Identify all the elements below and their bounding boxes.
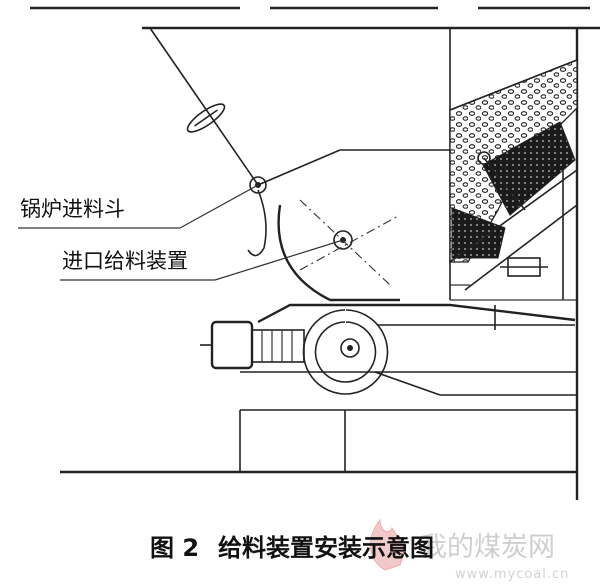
leader-lines	[18, 184, 344, 281]
figure-number: 图 2	[150, 534, 199, 562]
coal-bed	[449, 59, 578, 263]
figure-caption: 给料装置安装示意图	[218, 534, 434, 562]
feeder-device	[277, 199, 401, 302]
label-boiler-hopper: 锅炉进料斗	[20, 197, 125, 221]
conveyor-assembly	[200, 303, 577, 411]
top-frame	[30, 6, 600, 30]
chute-structure	[449, 151, 578, 301]
label-feeder-device: 进口给料装置	[62, 249, 188, 273]
watermark-en: www.mycoal.cn	[455, 567, 569, 582]
support-frame	[60, 410, 577, 474]
feed-hopper	[149, 27, 450, 257]
watermark: 我的煤炭网 www.mycoal.cn	[370, 518, 569, 582]
flame-logo-icon	[370, 518, 404, 571]
clamp-symbol	[500, 257, 548, 277]
watermark-cn: 我的煤炭网	[420, 532, 555, 563]
